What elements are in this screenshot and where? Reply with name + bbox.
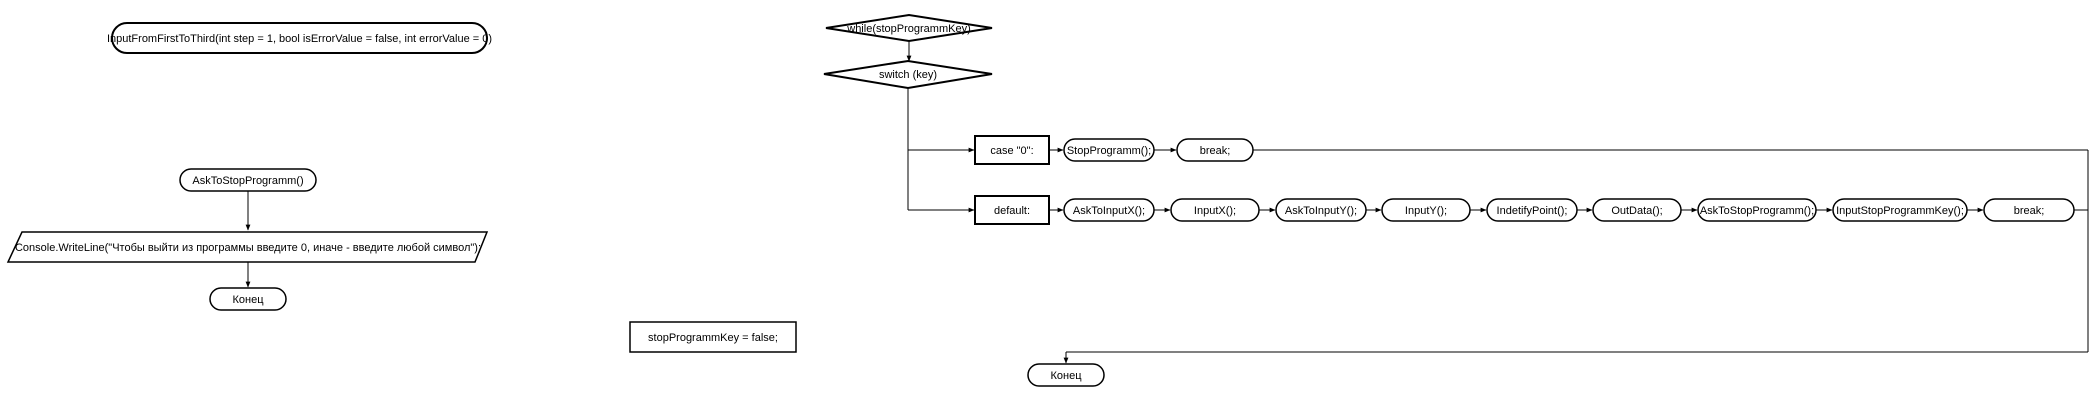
default-step: InputX(); bbox=[1170, 198, 1260, 222]
ask-to-stop-node: AskToStopProgramm() bbox=[179, 168, 317, 192]
console-output-node: Console.WriteLine("Чтобы выйти из програ… bbox=[6, 231, 489, 263]
default-step-text: AskToInputY(); bbox=[1285, 205, 1357, 217]
default-step: AskToInputY(); bbox=[1275, 198, 1367, 222]
default-step: OutData(); bbox=[1592, 198, 1682, 222]
default-step: InputStopProgrammKey(); bbox=[1832, 198, 1968, 222]
while-text: while(stopProgrammKey) bbox=[846, 23, 970, 35]
console-output-text: Console.WriteLine("Чтобы выйти из програ… bbox=[15, 242, 481, 254]
left-end-text: Конец bbox=[232, 294, 264, 306]
default-step-text: OutData(); bbox=[1611, 205, 1662, 217]
default-node: default: bbox=[974, 195, 1050, 225]
default-step-text: InputX(); bbox=[1194, 205, 1236, 217]
default-step-text: break; bbox=[2014, 205, 2045, 217]
default-step-text: AskToStopProgramm(); bbox=[1700, 205, 1814, 217]
case0-step-text: break; bbox=[1200, 145, 1231, 157]
ask-to-stop-text: AskToStopProgramm() bbox=[192, 175, 303, 187]
right-end-text: Конец bbox=[1050, 370, 1082, 382]
case0-node: case "0": bbox=[974, 135, 1050, 165]
switch-text: switch (key) bbox=[879, 69, 937, 81]
case0-step-text: StopProgramm(); bbox=[1067, 145, 1151, 157]
case0-step-break: break; bbox=[1176, 138, 1254, 162]
case0-label: case "0": bbox=[990, 145, 1033, 157]
right-end-node: Конец bbox=[1027, 363, 1105, 387]
switch-node: switch (key) bbox=[823, 59, 993, 90]
default-label: default: bbox=[994, 205, 1030, 217]
default-step: AskToStopProgramm(); bbox=[1697, 198, 1817, 222]
while-node: while(stopProgrammKey) bbox=[825, 13, 993, 43]
default-step: IndetifyPoint(); bbox=[1486, 198, 1578, 222]
default-step-text: AskToInputX(); bbox=[1073, 205, 1145, 217]
default-step: InputY(); bbox=[1381, 198, 1471, 222]
assign-node: stopProgrammKey = false; bbox=[629, 321, 797, 353]
default-step-text: InputY(); bbox=[1405, 205, 1447, 217]
assign-text: stopProgrammKey = false; bbox=[648, 332, 778, 344]
left-end-node: Конец bbox=[209, 287, 287, 311]
case0-step-stopprogramm: StopProgramm(); bbox=[1063, 138, 1155, 162]
default-step: break; bbox=[1983, 198, 2075, 222]
default-step-text: IndetifyPoint(); bbox=[1497, 205, 1568, 217]
default-step: AskToInputX(); bbox=[1063, 198, 1155, 222]
default-step-text: InputStopProgrammKey(); bbox=[1836, 205, 1964, 217]
function-header-node: InputFromFirstToThird(int step = 1, bool… bbox=[107, 22, 492, 54]
function-header-text: InputFromFirstToThird(int step = 1, bool… bbox=[107, 33, 492, 45]
